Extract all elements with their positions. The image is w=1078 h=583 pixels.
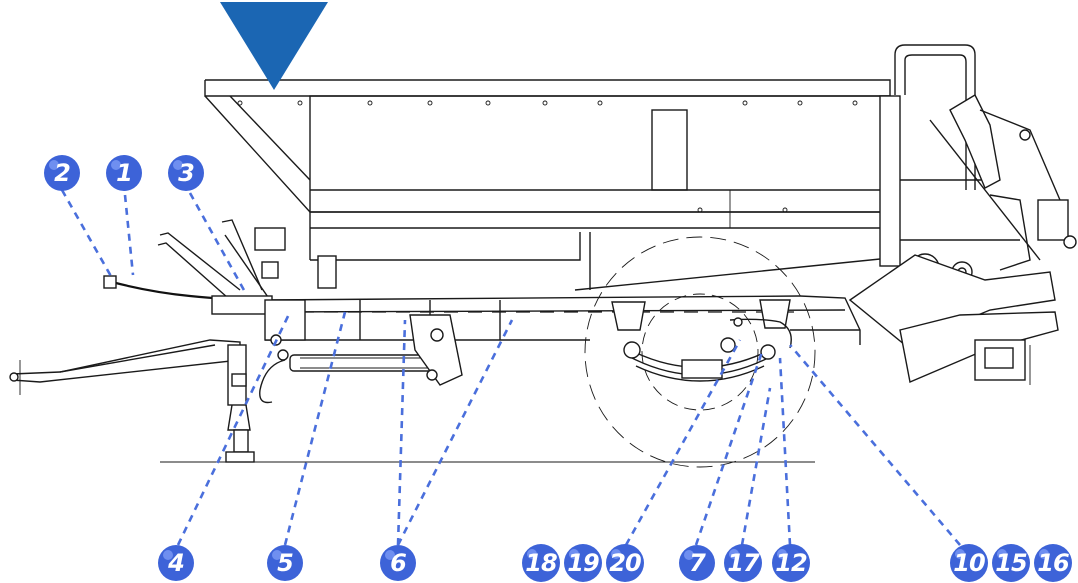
callout-badge-15: 15 — [992, 544, 1030, 582]
callout-label-10: 10 — [953, 549, 985, 577]
callout-badge-3: 3 — [168, 155, 204, 191]
callout-label-5: 5 — [277, 549, 293, 577]
callout-badge-20: 20 — [606, 544, 644, 582]
leader-line-4 — [176, 311, 292, 546]
callout-label-16: 16 — [1037, 549, 1069, 577]
leader-line-1 — [123, 194, 135, 276]
wheel — [584, 236, 816, 468]
callout-label-12: 12 — [775, 549, 807, 577]
axle-hanger — [409, 314, 463, 386]
leader-line-7 — [694, 351, 764, 546]
callout-label-19: 19 — [567, 549, 599, 577]
leader-line-20 — [624, 339, 742, 546]
callout-badge-5: 5 — [267, 545, 303, 581]
callout-badge-1: 1 — [106, 155, 142, 191]
callout-badge-12: 12 — [772, 544, 810, 582]
callout-label-15: 15 — [995, 549, 1027, 577]
callout-badge-7: 7 — [679, 545, 715, 581]
rear-spinner-assembly — [848, 44, 1077, 385]
hopper-body — [204, 79, 891, 291]
leader-line-6a — [396, 319, 407, 546]
callout-label-4: 4 — [167, 549, 184, 577]
callout-badge-10: 10 — [950, 544, 988, 582]
callout-badge-2: 2 — [44, 155, 80, 191]
callout-label-6: 6 — [390, 549, 406, 577]
callout-badges: 2 1 3 4 5 6 18 19 — [44, 155, 1072, 582]
hydraulic-cylinder — [259, 349, 441, 404]
callout-badge-17: 17 — [724, 544, 762, 582]
callout-label-1: 1 — [116, 159, 132, 187]
jack-stand — [225, 344, 255, 463]
callout-label-2: 2 — [54, 159, 70, 187]
hitch-tongue — [9, 339, 241, 395]
leader-line-5 — [283, 311, 347, 546]
leader-line-6b — [396, 319, 514, 546]
leader-line-17 — [740, 387, 772, 546]
leader-line-12 — [778, 357, 792, 546]
callout-label-3: 3 — [178, 159, 194, 187]
callout-label-7: 7 — [689, 549, 706, 577]
callout-badge-6: 6 — [380, 545, 416, 581]
callout-badge-4: 4 — [158, 545, 194, 581]
down-triangle-marker-icon — [220, 2, 328, 90]
callout-label-20: 20 — [609, 549, 641, 577]
callout-badge-16: 16 — [1034, 544, 1072, 582]
callout-label-18: 18 — [525, 549, 557, 577]
callout-badge-19: 19 — [564, 544, 602, 582]
leader-line-2 — [60, 189, 114, 279]
leader-line-3 — [188, 192, 247, 293]
callout-label-17: 17 — [727, 549, 760, 577]
leader-line-10 — [789, 344, 961, 546]
leaf-spring-assembly — [623, 337, 776, 382]
callout-leader-lines — [60, 189, 961, 546]
callout-badge-18: 18 — [522, 544, 560, 582]
